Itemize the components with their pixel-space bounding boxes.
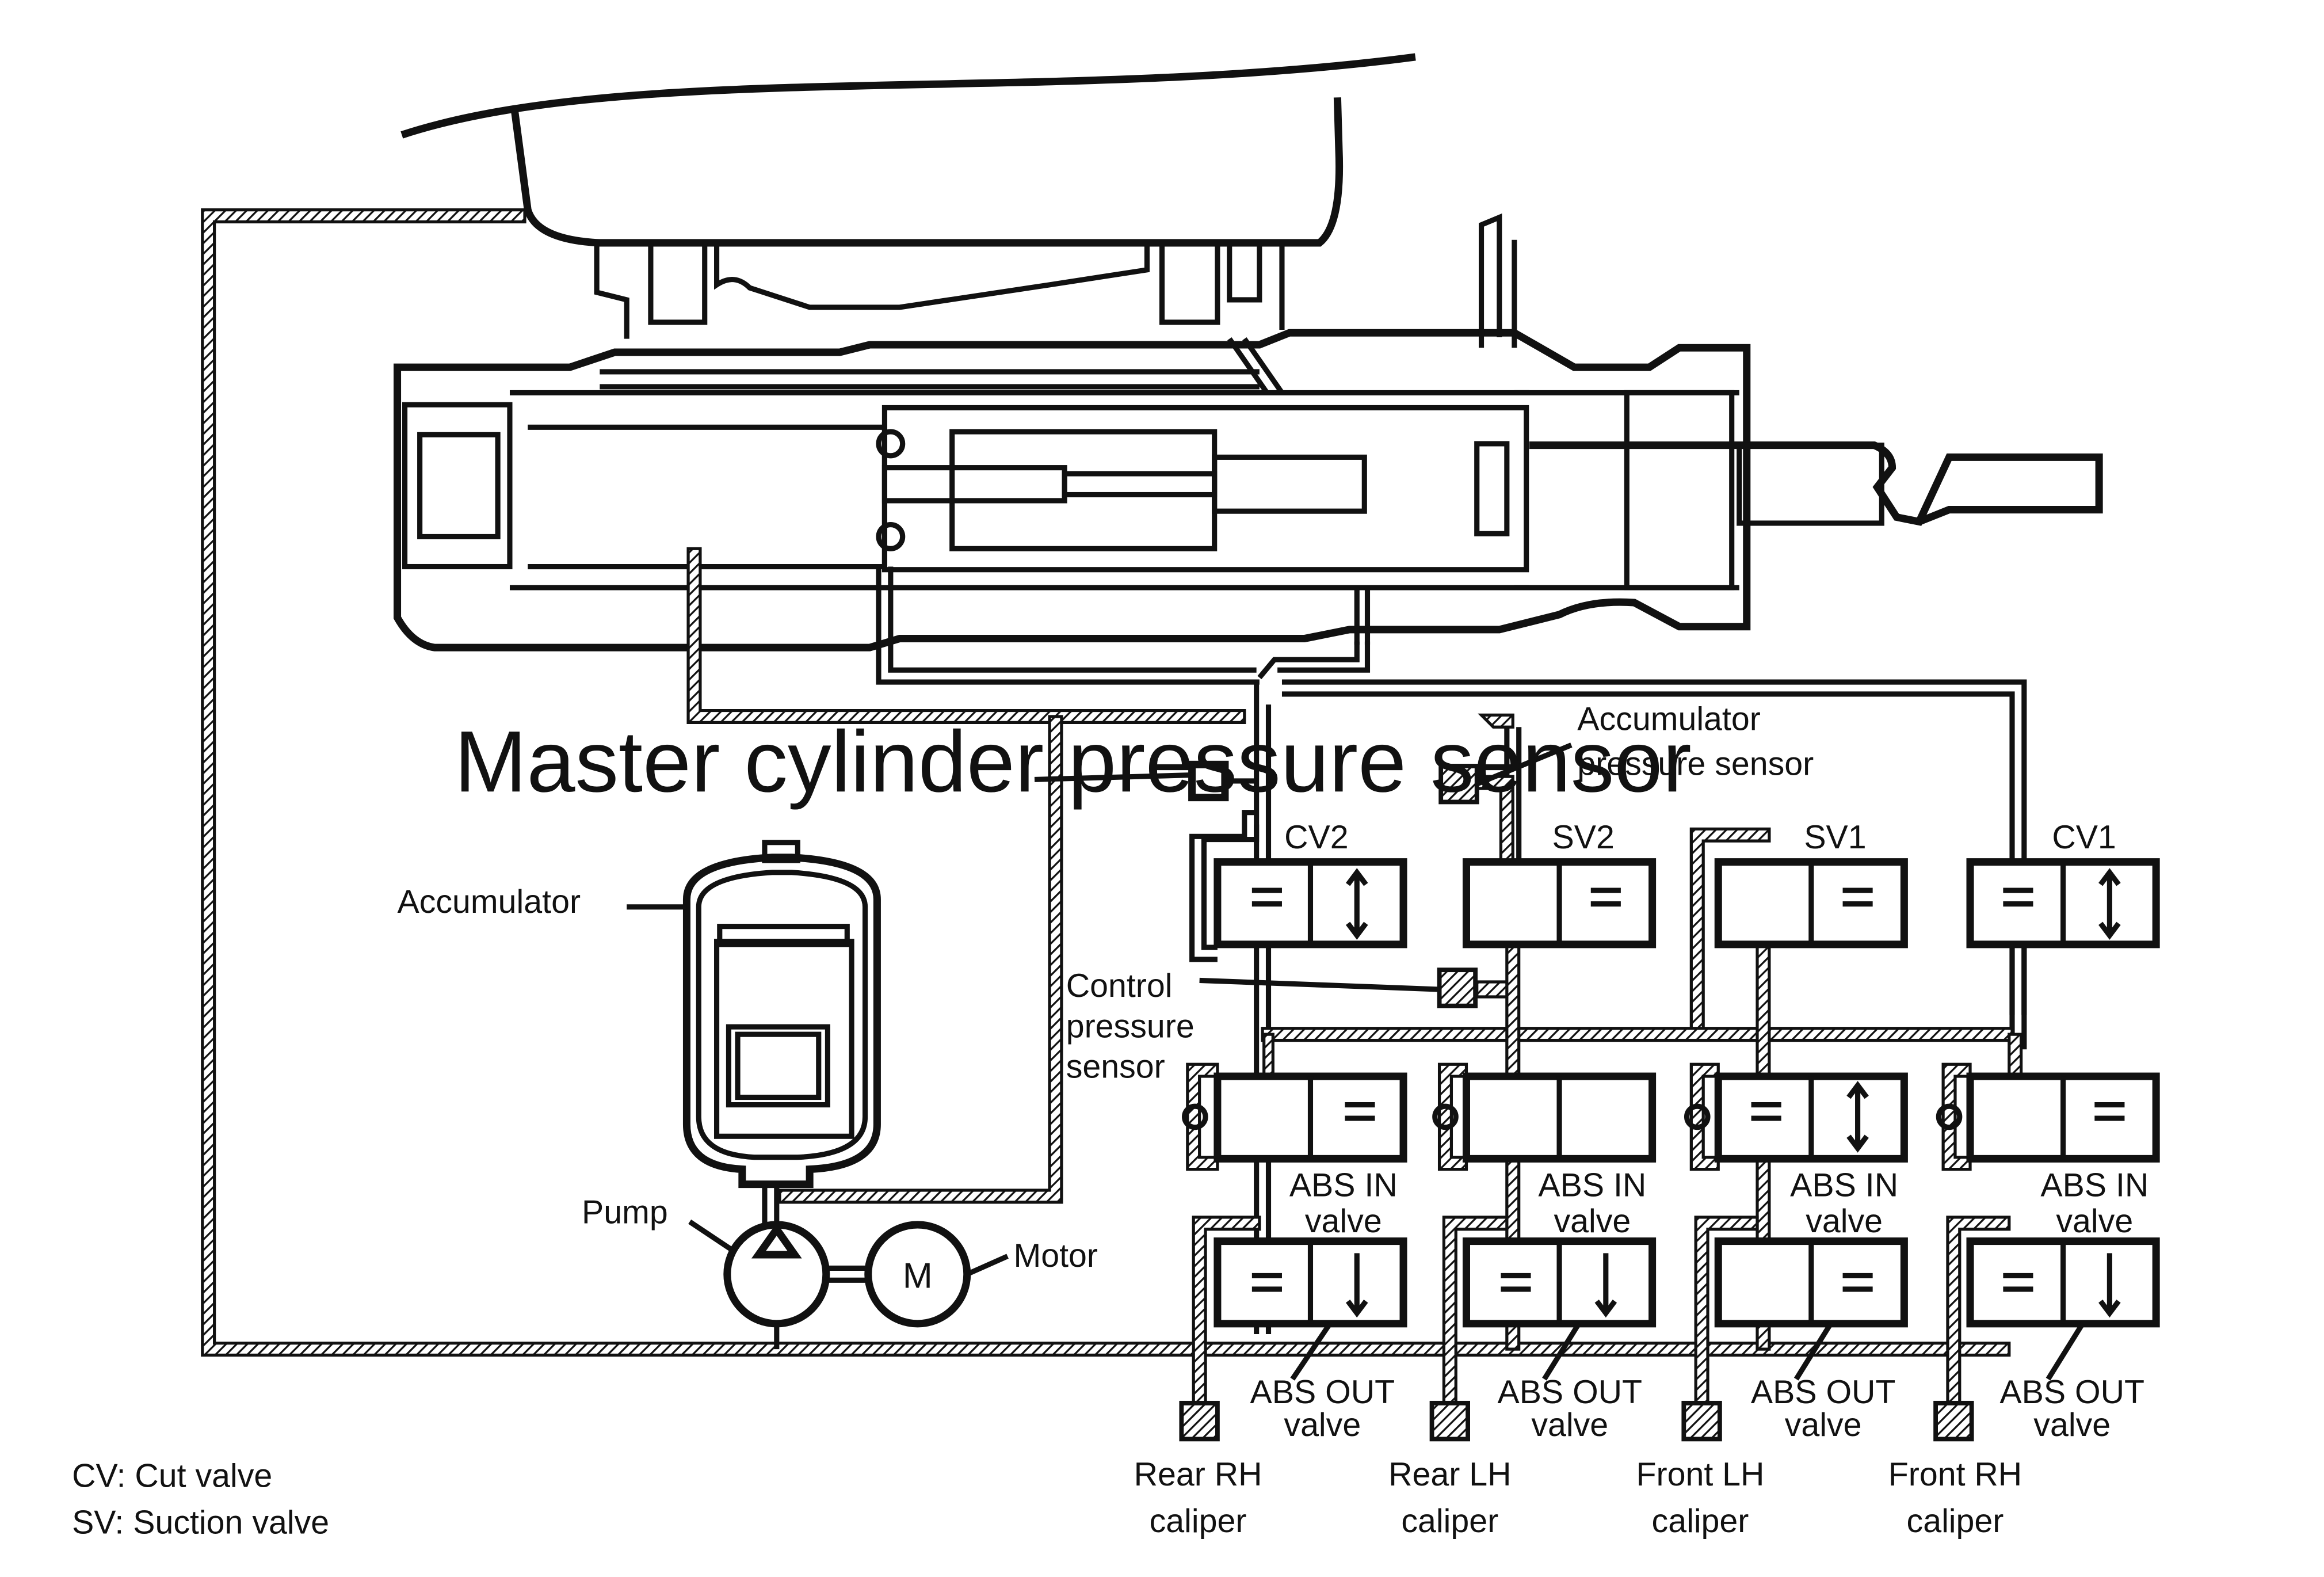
pump-label: Pump: [582, 1194, 668, 1231]
sv2-label: SV2: [1552, 819, 1615, 856]
labels: Master cylinder pressure sensor Accumula…: [72, 700, 2149, 1541]
accumulator-label: Accumulator: [398, 883, 581, 920]
accumulator: [682, 840, 881, 1269]
abs-out-label-4b: valve: [2033, 1407, 2111, 1443]
cv2-valve: [1213, 858, 1407, 949]
master-cylinder: [394, 213, 2103, 652]
abs-in-valve-2: [1432, 1072, 1657, 1163]
control-pressure-sensor: [1437, 967, 1478, 1008]
control-pressure-sensor-label-1: Control: [1066, 967, 1173, 1004]
abs-in-label-1a: ABS IN: [1289, 1167, 1398, 1203]
abs-in-label-2a: ABS IN: [1538, 1167, 1646, 1203]
abs-out-label-2b: valve: [1531, 1407, 1608, 1443]
leader-lines: [627, 742, 2085, 1381]
cv1-valve: [1966, 858, 2160, 949]
abs-out-label-3a: ABS OUT: [1751, 1374, 1896, 1411]
abs-in-valve-1: [1182, 1072, 1407, 1163]
sv1-label: SV1: [1804, 819, 1866, 856]
abs-out-label-1a: ABS OUT: [1250, 1374, 1395, 1411]
caliper-rear-lh: [1429, 1400, 1470, 1442]
cv1-label: CV1: [2052, 819, 2116, 856]
sv2-valve: [1462, 858, 1657, 949]
abs-out-label-3b: valve: [1785, 1407, 1862, 1443]
accumulator-pressure-sensor-label-1: Accumulator: [1577, 700, 1761, 737]
legend-sv: SV: Suction valve: [72, 1504, 329, 1541]
caliper-front-lh: [1681, 1400, 1722, 1442]
cv2-label: CV2: [1284, 819, 1348, 856]
control-pressure-sensor-label-3: sensor: [1066, 1049, 1165, 1085]
valve-blocks: [1182, 858, 2160, 1328]
pump-icon: [723, 1221, 830, 1328]
accumulator-pressure-sensor-label-2: pressure sensor: [1577, 746, 1814, 783]
abs-out-valve-4: [1966, 1237, 2160, 1328]
sv1-valve: [1714, 858, 1908, 949]
reservoir: [400, 53, 1416, 339]
caliper-label-4b: caliper: [1907, 1503, 2004, 1540]
abs-out-label-1b: valve: [1284, 1407, 1361, 1443]
abs-in-valve-4: [1936, 1072, 2160, 1163]
abs-in-label-4a: ABS IN: [2040, 1167, 2149, 1203]
abs-in-label-3a: ABS IN: [1790, 1167, 1898, 1203]
caliper-label-1b: caliper: [1150, 1503, 1247, 1540]
abs-out-valve-2: [1462, 1237, 1657, 1328]
caliper-rear-rh: [1179, 1400, 1220, 1442]
motor-symbol: M: [903, 1255, 933, 1296]
abs-out-label-2a: ABS OUT: [1497, 1374, 1642, 1411]
abs-in-label-1b: valve: [1305, 1203, 1382, 1240]
master-cylinder-pressure-sensor-label: Master cylinder pressure sensor: [455, 713, 1692, 810]
caliper-label-2b: caliper: [1401, 1503, 1498, 1540]
caliper-label-4a: Front RH: [1888, 1456, 2022, 1493]
motor-icon: [864, 1221, 971, 1328]
control-pressure-sensor-label-2: pressure: [1066, 1008, 1195, 1045]
caliper-label-2a: Rear LH: [1388, 1456, 1511, 1493]
motor-label: Motor: [1014, 1237, 1098, 1274]
abs-in-label-2b: valve: [1554, 1203, 1631, 1240]
abs-in-label-4b: valve: [2056, 1203, 2133, 1240]
caliper-label-1a: Rear RH: [1134, 1456, 1262, 1493]
abs-in-valve-3: [1684, 1072, 1908, 1163]
abs-out-label-4a: ABS OUT: [1999, 1374, 2144, 1411]
legend-cv: CV: Cut valve: [72, 1458, 272, 1495]
abs-in-label-3b: valve: [1806, 1203, 1883, 1240]
caliper-front-rh: [1933, 1400, 1974, 1442]
accumulator-pressure-sensor: [1438, 764, 1479, 805]
caliper-label-3b: caliper: [1652, 1503, 1749, 1540]
abs-out-valve-1: [1213, 1237, 1407, 1328]
abs-out-valve-3: [1714, 1237, 1908, 1328]
calipers: [1179, 1400, 1974, 1442]
caliper-label-3a: Front LH: [1636, 1456, 1765, 1493]
pump-motor: [723, 1221, 971, 1350]
